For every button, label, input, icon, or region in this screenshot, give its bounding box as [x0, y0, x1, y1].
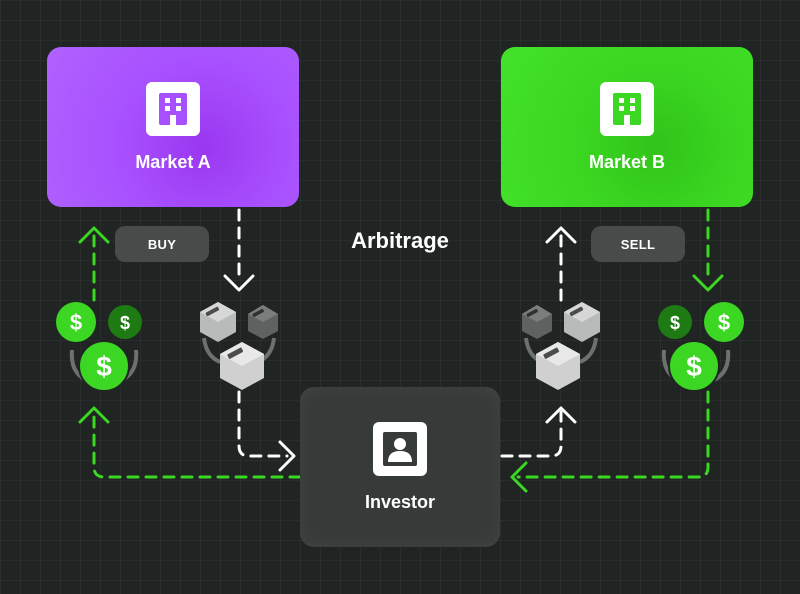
user-icon: [373, 421, 427, 476]
market-b-node: Market B: [501, 47, 753, 207]
sell-badge: SELL: [591, 226, 685, 262]
asset-flow-arrow-investor-to-market-b: [500, 232, 563, 458]
asset-cube-icon: [200, 302, 236, 342]
investor-label: Investor: [364, 491, 436, 512]
svg-text:$: $: [70, 310, 82, 335]
coin-cluster-right: $ $ $: [658, 302, 744, 392]
arrowhead-down-icon: [223, 274, 255, 292]
asset-cube-icon: [536, 342, 580, 390]
market-a-label: Market A: [135, 151, 211, 172]
arrowhead-left-icon: [510, 461, 528, 493]
svg-text:$: $: [96, 351, 112, 382]
svg-text:$: $: [670, 313, 680, 333]
market-b-label: Market B: [588, 151, 666, 172]
diagram-title: Arbitrage: [351, 228, 449, 253]
dollar-coin-icon: $: [704, 302, 744, 342]
svg-text:$: $: [686, 351, 702, 382]
asset-cube-icon: [248, 305, 278, 339]
arrowhead-up-icon: [545, 226, 577, 424]
dollar-coin-icon: $: [56, 302, 96, 342]
investor-node: Investor: [300, 387, 500, 547]
asset-cube-icon: [564, 302, 600, 342]
svg-text:$: $: [718, 310, 730, 335]
building-icon: [600, 81, 654, 136]
asset-cube-icon: [220, 342, 264, 390]
asset-flow-arrow-market-a-to-investor: [237, 208, 289, 458]
asset-cube-icon: [522, 305, 552, 339]
coin-cluster-left: $ $ $: [56, 302, 142, 392]
buy-badge: BUY: [115, 226, 209, 262]
dollar-coin-icon: $: [78, 340, 130, 392]
building-icon: [146, 81, 200, 136]
svg-text:$: $: [120, 313, 130, 333]
money-flow-arrow-market-b-to-investor: [516, 208, 710, 479]
dollar-coin-icon: $: [668, 340, 720, 392]
money-flow-arrow-investor-to-market-a: [92, 232, 302, 479]
market-a-node: Market A: [47, 47, 299, 207]
asset-cluster-left: [200, 302, 278, 390]
arrowhead-down-icon: [692, 274, 724, 292]
arrowhead-right-icon: [278, 440, 296, 472]
dollar-coin-icon: $: [108, 305, 142, 339]
arrowhead-up-icon: [78, 226, 110, 424]
dollar-coin-icon: $: [658, 305, 692, 339]
asset-cluster-right: [522, 302, 600, 390]
